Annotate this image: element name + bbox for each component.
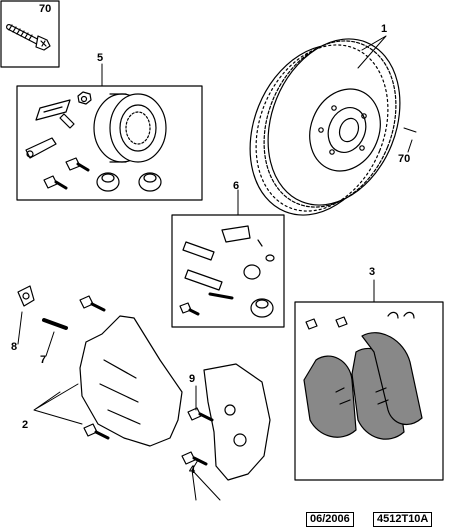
caliper-assembly-icon [17, 285, 271, 481]
callout-9: 9 [189, 373, 196, 385]
footer-date: 06/2006 [306, 512, 354, 527]
callout-8: 8 [11, 341, 18, 353]
callout-3: 3 [369, 266, 376, 278]
callout-70-top: 70 [39, 3, 52, 15]
leader-lines [17, 35, 417, 501]
callout-7: 7 [40, 354, 47, 366]
callout-5: 5 [97, 52, 104, 64]
callout-4: 4 [189, 464, 196, 476]
callout-70-disc: 70 [398, 153, 411, 165]
kit-box-3 [294, 301, 444, 481]
callout-6: 6 [233, 180, 240, 192]
callout-2: 2 [22, 419, 29, 431]
callout-1: 1 [381, 23, 388, 35]
guide-pin-kit-6 [179, 225, 275, 318]
kit-box-5 [16, 85, 203, 201]
countersunk-screw-icon [6, 24, 51, 51]
brake-pads-kit-3 [303, 311, 423, 440]
kit-box-6 [171, 214, 285, 328]
brake-disc-icon [249, 38, 401, 216]
bearing-kit-5 [25, 91, 167, 192]
footer-reference: 4512T10A [373, 512, 433, 527]
kit-box-70 [0, 0, 60, 68]
